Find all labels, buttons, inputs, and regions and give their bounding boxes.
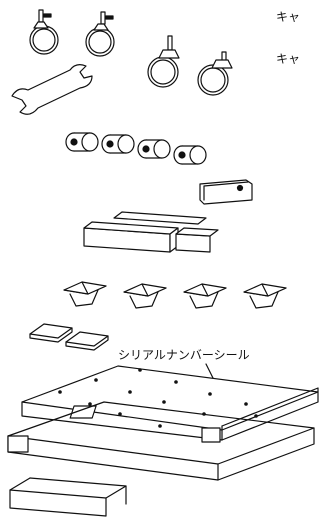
- panel-hole: [58, 390, 62, 394]
- foot-pad-icon: [124, 284, 166, 308]
- wrench-icon: [12, 65, 92, 115]
- panel-hole: [254, 414, 258, 418]
- bushing-icon: [138, 140, 170, 158]
- caster-icon: [198, 52, 232, 95]
- foot-pad-icon: [244, 284, 286, 308]
- panel-hole: [88, 402, 92, 406]
- bushing-icon: [66, 133, 98, 151]
- panel-hole: [118, 412, 122, 416]
- panel-hole: [202, 412, 206, 416]
- panel-hole: [162, 400, 166, 404]
- panel-hole: [208, 392, 212, 396]
- panel-hole: [94, 378, 98, 382]
- panel-hole: [138, 368, 142, 372]
- caster-label: キャ: [276, 52, 300, 66]
- foot-pad-icon: [64, 282, 106, 306]
- panel-hole: [174, 380, 178, 384]
- caster-icon: [148, 36, 179, 87]
- panel-hole: [244, 402, 248, 406]
- bushing-icon: [174, 146, 206, 164]
- caster-icon: [30, 10, 58, 54]
- bracket-icon: [200, 180, 252, 204]
- foot-pad-icon: [184, 284, 226, 308]
- rail-icon: [84, 222, 178, 252]
- shim-icon: [66, 332, 108, 350]
- caster-icon: [86, 12, 114, 56]
- panel-icon: [22, 366, 318, 440]
- serial-seal-label: シリアルナンバーシール: [118, 348, 250, 362]
- caster-brake-label: キャ: [276, 10, 300, 24]
- bushing-icon: [102, 135, 134, 153]
- shim-icon: [30, 324, 72, 342]
- channel-icon: [10, 478, 126, 516]
- panel-hole: [128, 390, 132, 394]
- panel-hole: [158, 424, 162, 428]
